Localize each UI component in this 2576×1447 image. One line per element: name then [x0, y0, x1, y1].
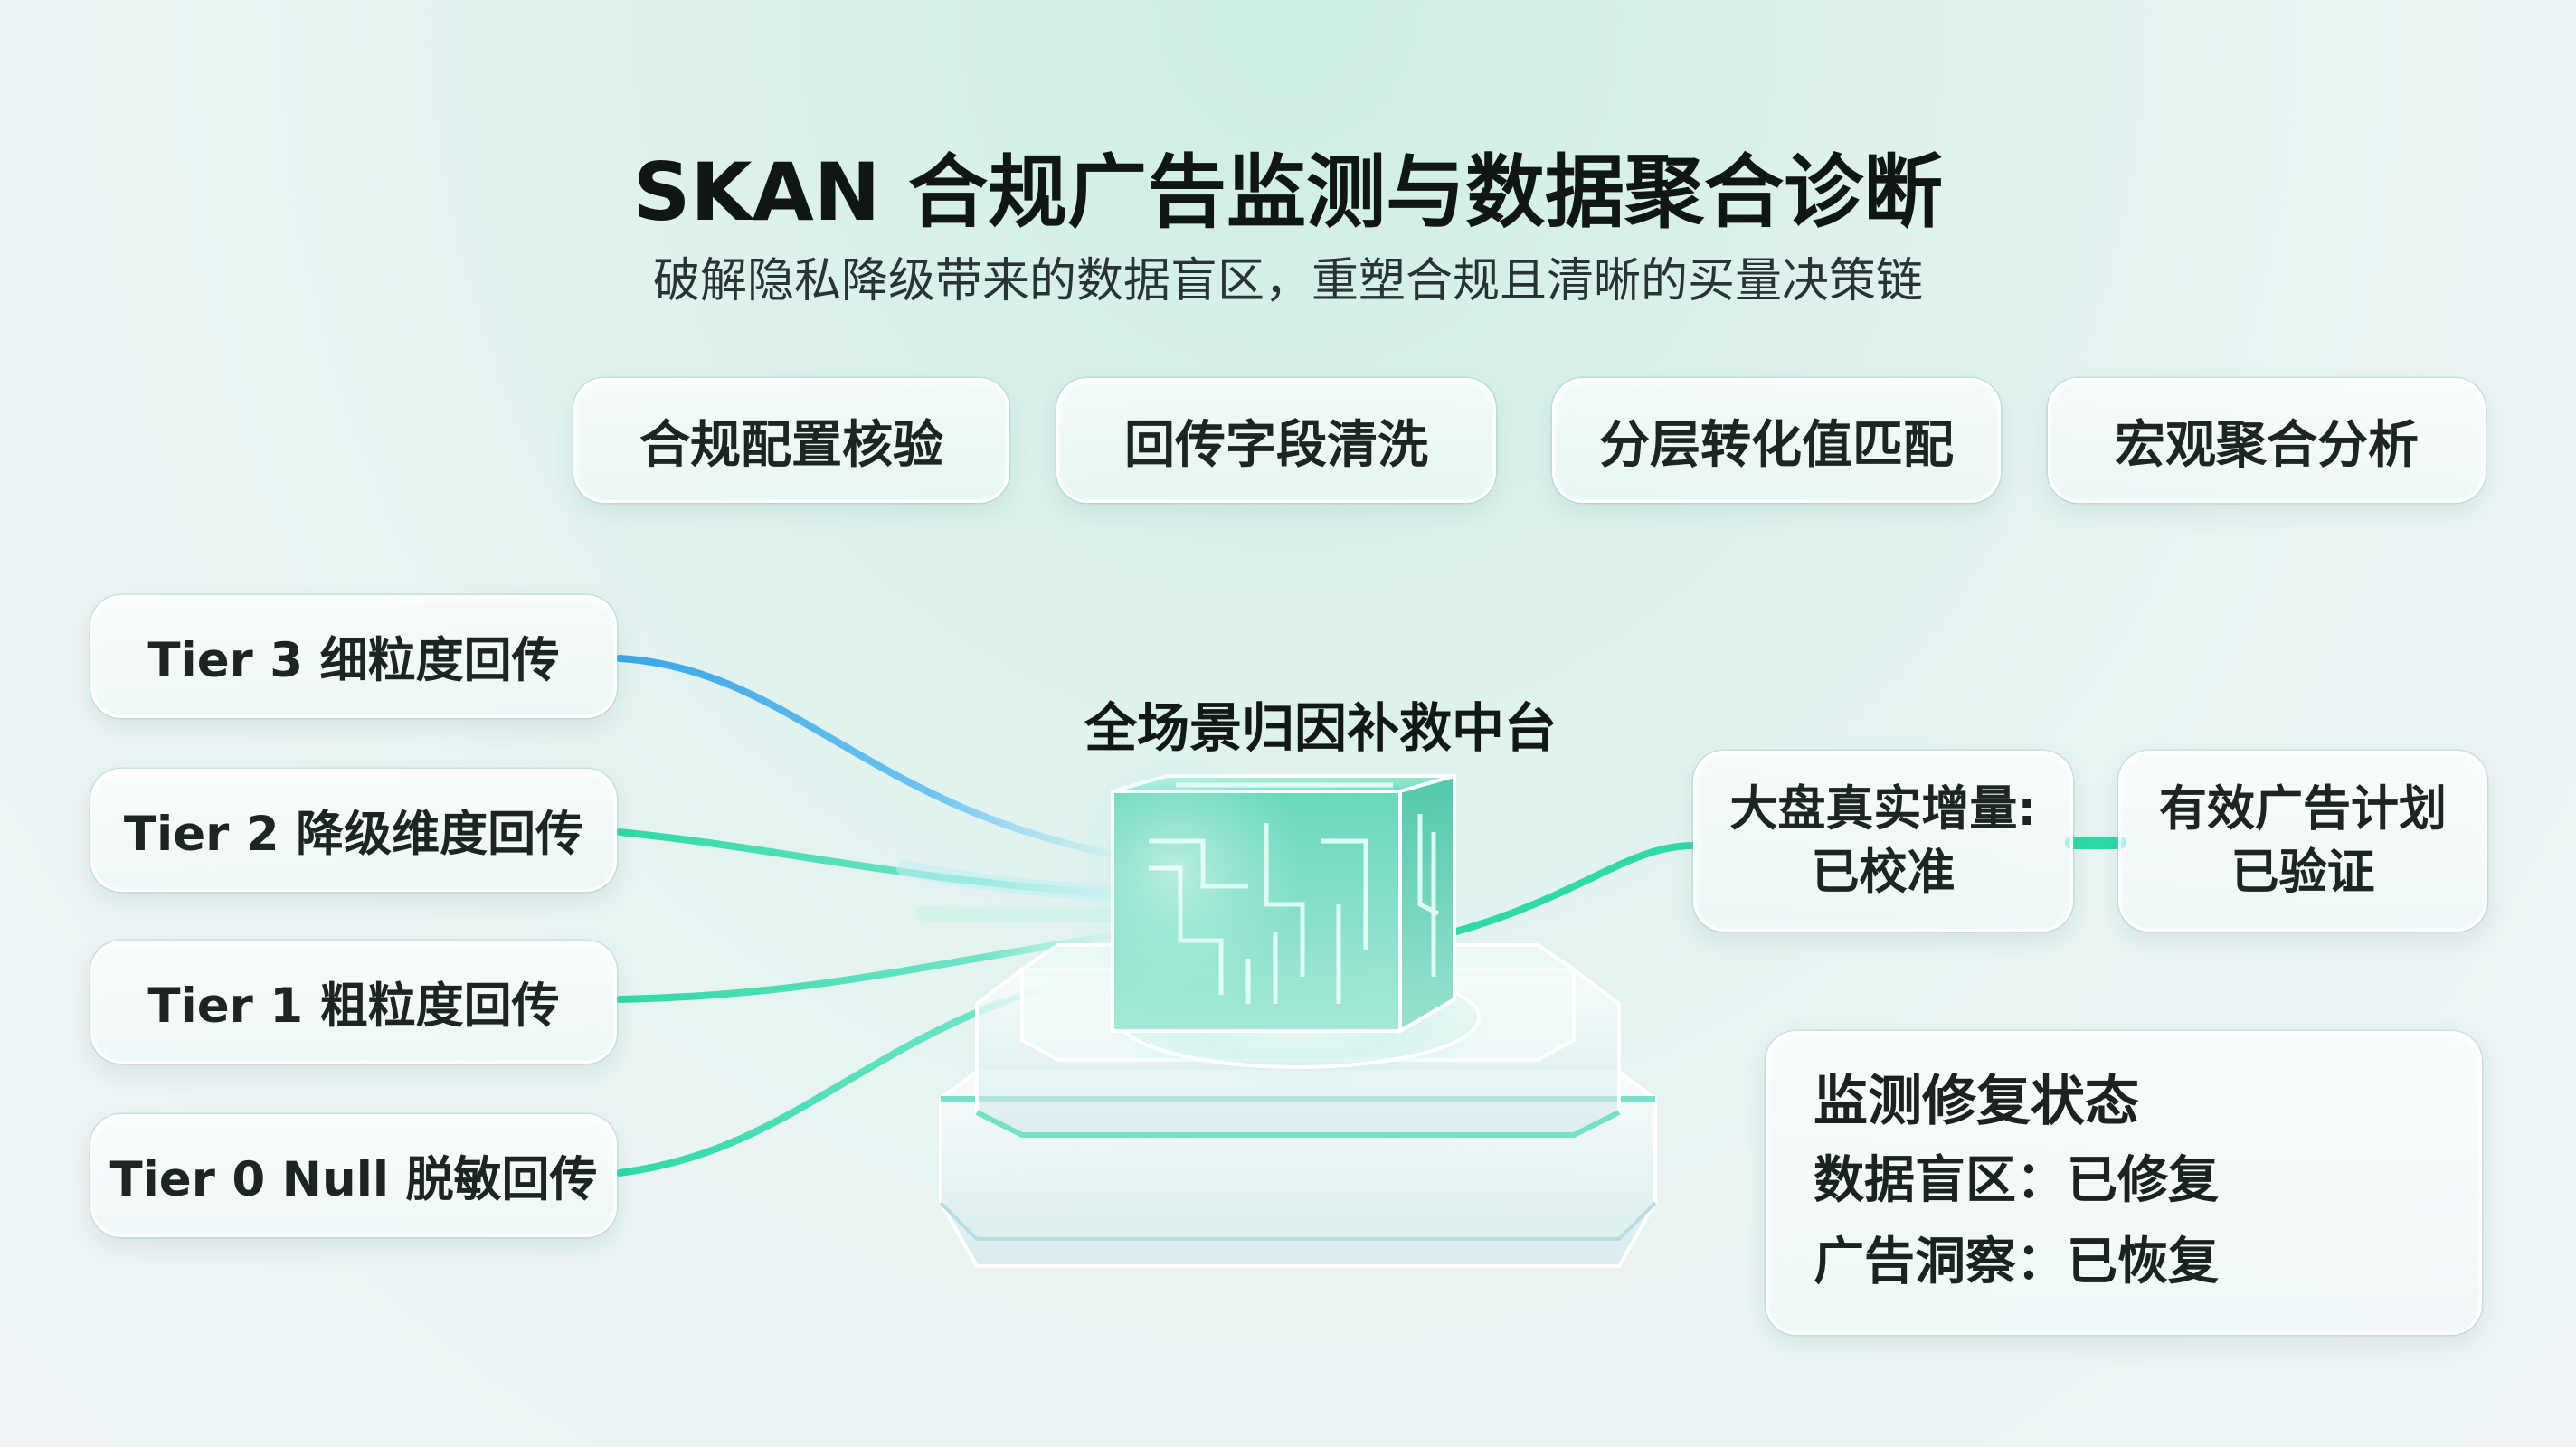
result-line: 有效广告计划 — [2159, 781, 2447, 837]
flow-line-tier-3 — [616, 655, 1143, 863]
result-box-campaigns: 有效广告计划 已验证 — [2118, 751, 2487, 932]
status-row: 广告洞察：已恢复 — [1814, 1233, 2219, 1291]
page-subtitle: 破解隐私降级带来的数据盲区，重塑合规且清晰的买量决策链 — [652, 254, 1923, 308]
tier-label: Tier 3 细粒度回传 — [147, 633, 560, 688]
result-line: 大盘真实增量: — [1729, 781, 2037, 837]
status-panel: 监测修复状态 数据盲区：已修复 广告洞察：已恢复 — [1766, 1031, 2482, 1335]
tier-3-box: Tier 3 细粒度回传 — [90, 595, 617, 718]
tier-1-box: Tier 1 粗粒度回传 — [90, 941, 617, 1064]
result-line: 已验证 — [2230, 845, 2375, 900]
tier-label: Tier 1 粗粒度回传 — [147, 979, 560, 1034]
step-label: 宏观聚合分析 — [2115, 415, 2419, 475]
status-row: 数据盲区：已修复 — [1814, 1151, 2219, 1210]
step-pill-value-matching: 分层转化值匹配 — [1552, 378, 2001, 503]
flow-line-output — [1453, 842, 1697, 935]
step-pill-compliance-check: 合规配置核验 — [573, 378, 1009, 503]
step-pill-field-cleaning: 回传字段清洗 — [1056, 378, 1496, 503]
hub-cube — [1049, 742, 1456, 1035]
step-label: 回传字段清洗 — [1124, 415, 1428, 475]
tier-0-box: Tier 0 Null 脱敏回传 — [90, 1114, 617, 1237]
result-line: 已校准 — [1811, 845, 1956, 900]
hub-label: 全场景归因补救中台 — [1084, 697, 1557, 759]
tier-2-box: Tier 2 降级维度回传 — [90, 769, 617, 892]
step-label: 分层转化值匹配 — [1599, 415, 1954, 475]
status-title: 监测修复状态 — [1814, 1070, 2139, 1133]
step-pill-macro-analysis: 宏观聚合分析 — [2048, 378, 2486, 503]
tier-label: Tier 2 降级维度回传 — [123, 807, 584, 862]
flow-line-tier-1 — [616, 928, 1143, 1003]
page-title: SKAN 合规广告监测与数据聚合诊断 — [633, 146, 1943, 239]
tier-label: Tier 0 Null 脱敏回传 — [109, 1152, 598, 1207]
result-box-incremental: 大盘真实增量: 已校准 — [1693, 751, 2073, 932]
step-label: 合规配置核验 — [639, 415, 943, 475]
